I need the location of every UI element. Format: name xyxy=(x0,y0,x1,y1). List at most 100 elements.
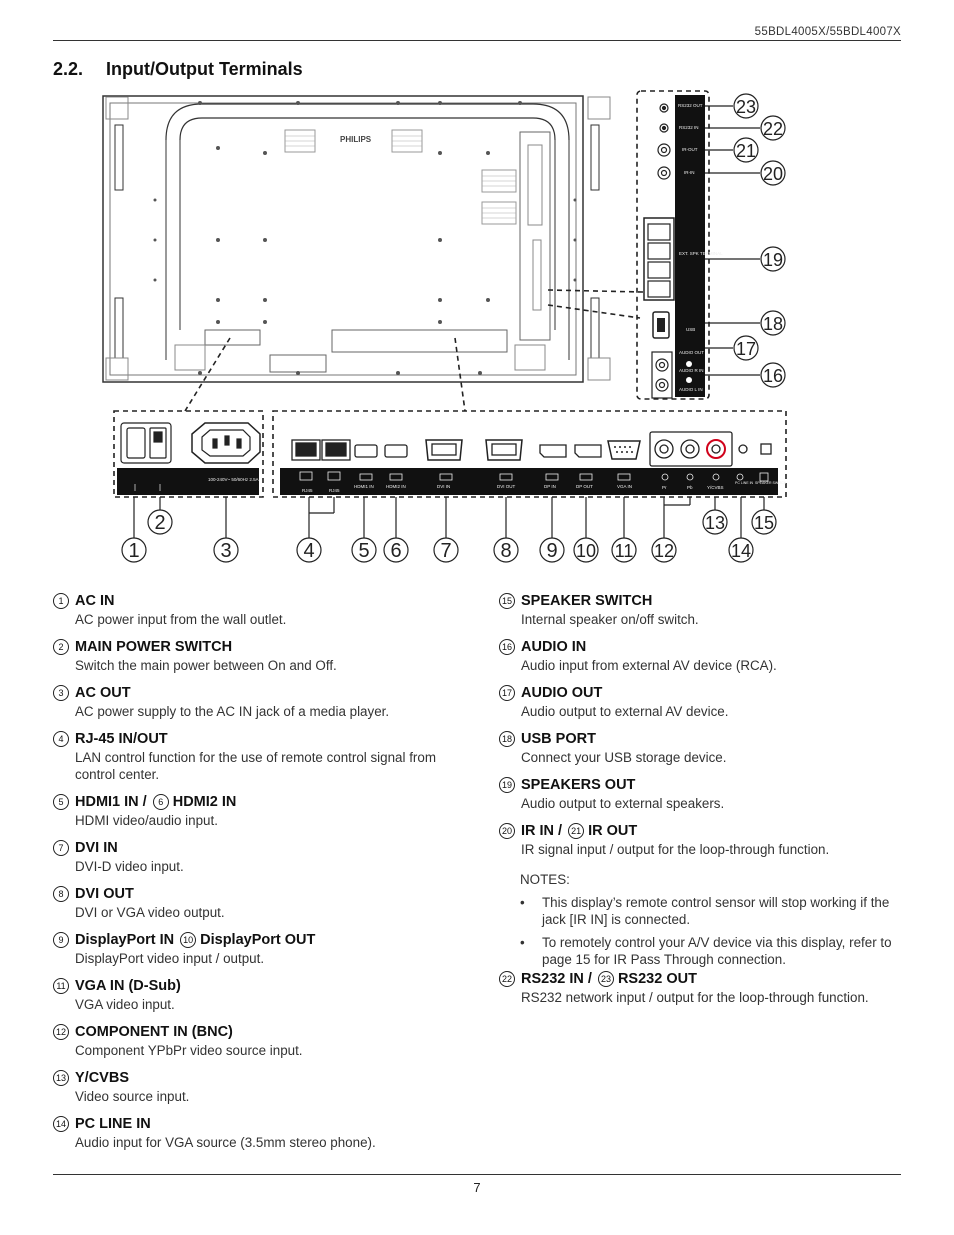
item-title: RS232 OUT xyxy=(617,971,697,987)
item-number-badge: 4 xyxy=(53,731,69,747)
item-description: VGA video input. xyxy=(75,997,175,1012)
item-description: DisplayPort video input / output. xyxy=(75,951,265,966)
item-description: DVI or VGA video output. xyxy=(75,905,225,920)
callout-3-label: 3 xyxy=(220,540,231,562)
item-description: Internal speaker on/off switch. xyxy=(521,612,699,627)
item-description: Component YPbPr video source input. xyxy=(75,1043,303,1058)
side-port-label: RS232 IN xyxy=(679,125,699,130)
port-label: DVI IN xyxy=(437,484,450,489)
item-number-badge: 13 xyxy=(53,1070,69,1086)
callout-18-label: 18 xyxy=(763,314,783,334)
item-title: AC IN xyxy=(75,593,115,609)
item-number-badge: 20 xyxy=(499,823,515,839)
item-title: SPEAKERS OUT xyxy=(521,777,636,793)
port-label: SPEAKER SWITCH xyxy=(755,481,787,485)
section-title: 2.2.Input/Output Terminals xyxy=(53,59,303,80)
callout-16-label: 16 xyxy=(763,366,783,386)
item-title: DisplayPort IN xyxy=(75,932,175,948)
power-label: 100-240V~ 50/60Hz 2.5A xyxy=(208,477,259,482)
svg-text:PHILIPS: PHILIPS xyxy=(340,135,372,144)
item-title: RS232 IN / xyxy=(521,971,592,987)
terminals-figure: PHILIPS xyxy=(102,90,787,563)
item-title: AUDIO IN xyxy=(521,639,587,655)
item-number-badge: 9 xyxy=(53,932,69,948)
callout-6-circle xyxy=(383,537,409,563)
callout-12-circle xyxy=(651,537,677,563)
item-description: Audio input for VGA source (3.5mm stereo… xyxy=(75,1135,376,1150)
callout-9-label: 9 xyxy=(546,540,557,562)
callout-18-circle xyxy=(760,310,786,336)
item-title: IR OUT xyxy=(588,823,638,839)
callout-10-circle xyxy=(573,537,599,563)
item-description: IR signal input / output for the loop-th… xyxy=(521,842,830,857)
callout-6-label: 6 xyxy=(390,540,401,562)
item-number-badge: 15 xyxy=(499,593,515,609)
item-description: RS232 network input / output for the loo… xyxy=(521,990,869,1005)
callout-23-label: 23 xyxy=(736,97,756,117)
item-title: DisplayPort OUT xyxy=(200,932,316,948)
item-title: MAIN POWER SWITCH xyxy=(75,639,233,655)
item-number-badge: 23 xyxy=(597,971,614,987)
item-description: Audio input from external AV device (RCA… xyxy=(521,658,777,673)
side-port-label: AUDIO R IN xyxy=(679,368,704,373)
item-title: PC LINE IN xyxy=(75,1116,151,1132)
callout-8-circle xyxy=(493,537,519,563)
side-port-label: RS232 OUT xyxy=(678,103,703,108)
item-description: HDMI video/audio input. xyxy=(75,813,218,828)
item-title: AUDIO OUT xyxy=(521,685,603,701)
section-title-text: Input/Output Terminals xyxy=(106,59,303,79)
notes-block: NOTES: This display’s remote control sen… xyxy=(520,871,910,968)
callout-21-circle xyxy=(733,137,759,163)
notes-title: NOTES: xyxy=(520,872,570,887)
item-description: Connect your USB storage device. xyxy=(521,750,727,765)
item-description: Video source input. xyxy=(75,1089,190,1104)
item-title: COMPONENT IN (BNC) xyxy=(75,1024,233,1040)
port-label: HDMI2 IN xyxy=(386,484,406,489)
side-port-label: IR-OUT xyxy=(682,147,698,152)
callout-14-label: 14 xyxy=(731,541,751,561)
callout-8-label: 8 xyxy=(500,540,511,562)
item-number-badge: 7 xyxy=(53,840,69,856)
callout-3-circle xyxy=(213,537,239,563)
side-port-label: AUDIO L IN xyxy=(679,387,703,392)
item-title: HDMI2 IN xyxy=(172,794,237,810)
item-title: DVI IN xyxy=(75,840,118,856)
item-number-badge: 21 xyxy=(568,823,585,839)
port-label: DP OUT xyxy=(576,484,593,489)
item-number-badge: 11 xyxy=(53,978,69,994)
callout-20-label: 20 xyxy=(763,164,783,184)
side-port-label: AUDIO OUT xyxy=(679,350,704,355)
model-number: 55BDL4005X/55BDL4007X xyxy=(754,26,901,38)
item-title: RJ-45 IN/OUT xyxy=(75,731,168,747)
item-heading: 7 DVI IN xyxy=(53,839,463,857)
callout-21-label: 21 xyxy=(736,141,756,161)
